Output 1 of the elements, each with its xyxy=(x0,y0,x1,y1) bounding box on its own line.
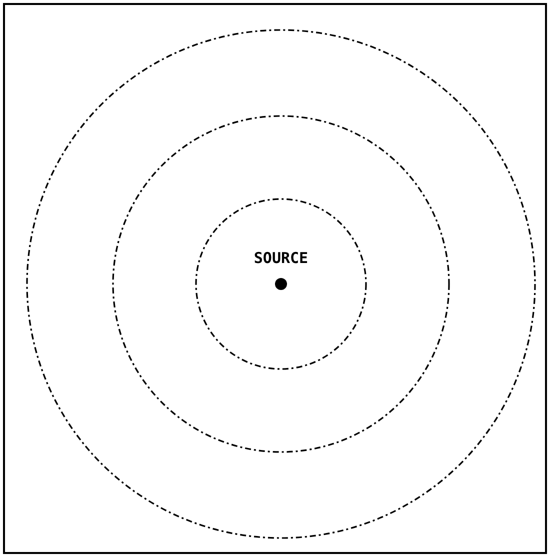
source-label: SOURCE xyxy=(254,249,308,267)
